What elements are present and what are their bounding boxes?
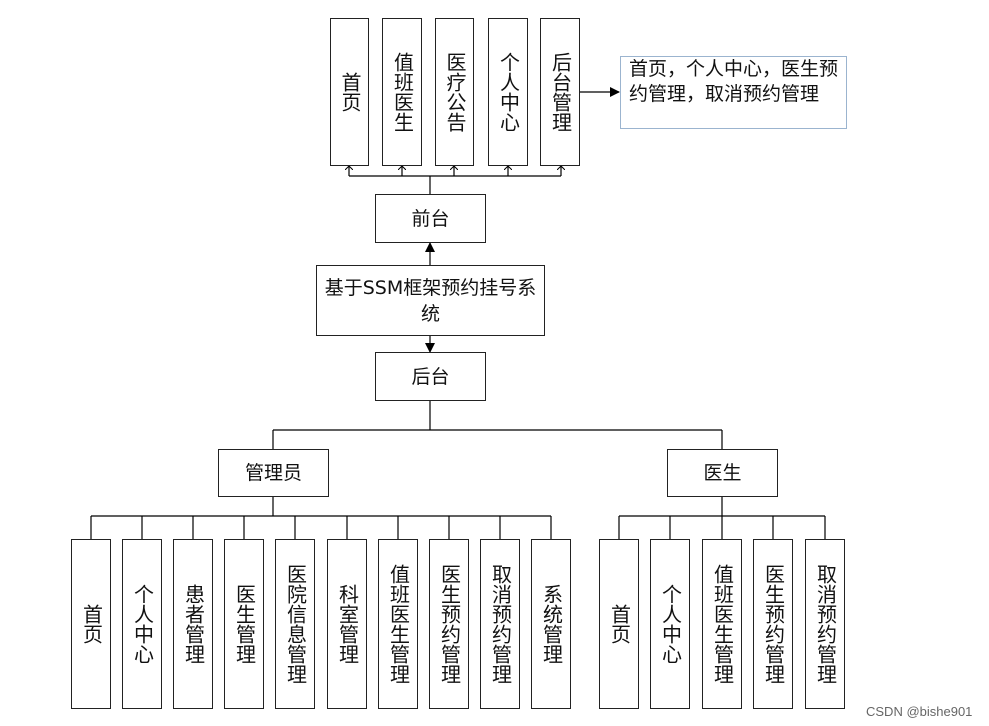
backend-note: 首页，个人中心，医生预约管理，取消预约管理 (620, 56, 847, 129)
admin-item-duty-doctor-mgmt: 值班医生管理 (378, 539, 418, 709)
admin-node: 管理员 (218, 449, 329, 497)
doctor-item-duty-doctor-mgmt: 值班医生管理 (702, 539, 742, 709)
doctor-item-personal-center: 个人中心 (650, 539, 690, 709)
admin-item-personal-center: 个人中心 (122, 539, 162, 709)
watermark: CSDN @bishe901 (866, 704, 973, 719)
top-box-medical-notice: 医疗公告 (435, 18, 474, 166)
admin-item-doctor-mgmt: 医生管理 (224, 539, 264, 709)
top-box-home: 首页 (330, 18, 369, 166)
admin-item-department-mgmt: 科室管理 (327, 539, 367, 709)
top-box-personal-center: 个人中心 (488, 18, 528, 166)
admin-item-hospital-info-mgmt: 医院信息管理 (275, 539, 315, 709)
frontend-node: 前台 (375, 194, 486, 243)
doctor-node: 医生 (667, 449, 778, 497)
doctor-item-cancel-appointment-mgmt: 取消预约管理 (805, 539, 845, 709)
doctor-item-doctor-appointment-mgmt: 医生预约管理 (753, 539, 793, 709)
admin-item-cancel-appointment-mgmt: 取消预约管理 (480, 539, 520, 709)
doctor-item-home: 首页 (599, 539, 639, 709)
admin-item-system-mgmt: 系统管理 (531, 539, 571, 709)
admin-item-home: 首页 (71, 539, 111, 709)
top-box-duty-doctor: 值班医生 (382, 18, 422, 166)
top-box-backend-mgmt: 后台管理 (540, 18, 580, 166)
system-root-node: 基于SSM框架预约挂号系统 (316, 265, 545, 336)
admin-item-patient-mgmt: 患者管理 (173, 539, 213, 709)
admin-item-doctor-appointment-mgmt: 医生预约管理 (429, 539, 469, 709)
backend-node: 后台 (375, 352, 486, 401)
